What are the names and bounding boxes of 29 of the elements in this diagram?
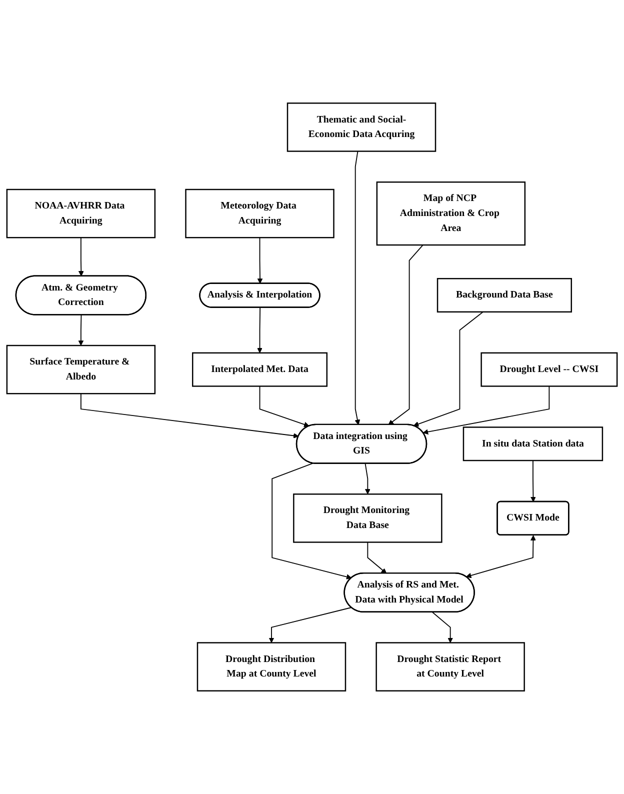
- arrow: [78, 237, 84, 276]
- node-box: Drought Monitoring Data Base: [293, 494, 442, 543]
- arrow: [422, 386, 550, 435]
- node-box: In situ data Station data: [462, 426, 604, 462]
- arrow: [257, 307, 262, 354]
- node-box: Thematic and Social-Economic Data Acquring: [286, 102, 436, 152]
- node-box: Meteorology Data Acquiring: [185, 188, 334, 238]
- node-box: NOAA-AVHRR Data Acquiring: [6, 188, 156, 238]
- arrow: [530, 460, 536, 502]
- arrow: [259, 386, 310, 428]
- node-box: Drought Statistic Report at County Level: [376, 642, 525, 692]
- arrow: [354, 150, 360, 425]
- arrow: [432, 612, 454, 643]
- arrow: [413, 311, 484, 427]
- node-box: Interpolated Met. Data: [192, 352, 328, 387]
- node-box: Drought Level -- CWSI: [480, 352, 618, 387]
- node-box: Drought Distribution Map at County Level: [196, 642, 346, 692]
- arrow: [268, 607, 352, 643]
- arrow: [388, 244, 424, 425]
- node-box: Map of NCP Administration & Crop Area: [376, 181, 526, 246]
- arrow: [367, 542, 387, 574]
- arrow: [466, 535, 536, 578]
- arrow: [272, 462, 352, 580]
- node-box: Background Data Base: [436, 278, 572, 313]
- arrow: [257, 237, 263, 284]
- arrow: [80, 393, 299, 438]
- node-box: Surface Temperature & Albedo: [6, 344, 156, 394]
- arrow: [364, 463, 370, 494]
- arrow: [78, 314, 84, 346]
